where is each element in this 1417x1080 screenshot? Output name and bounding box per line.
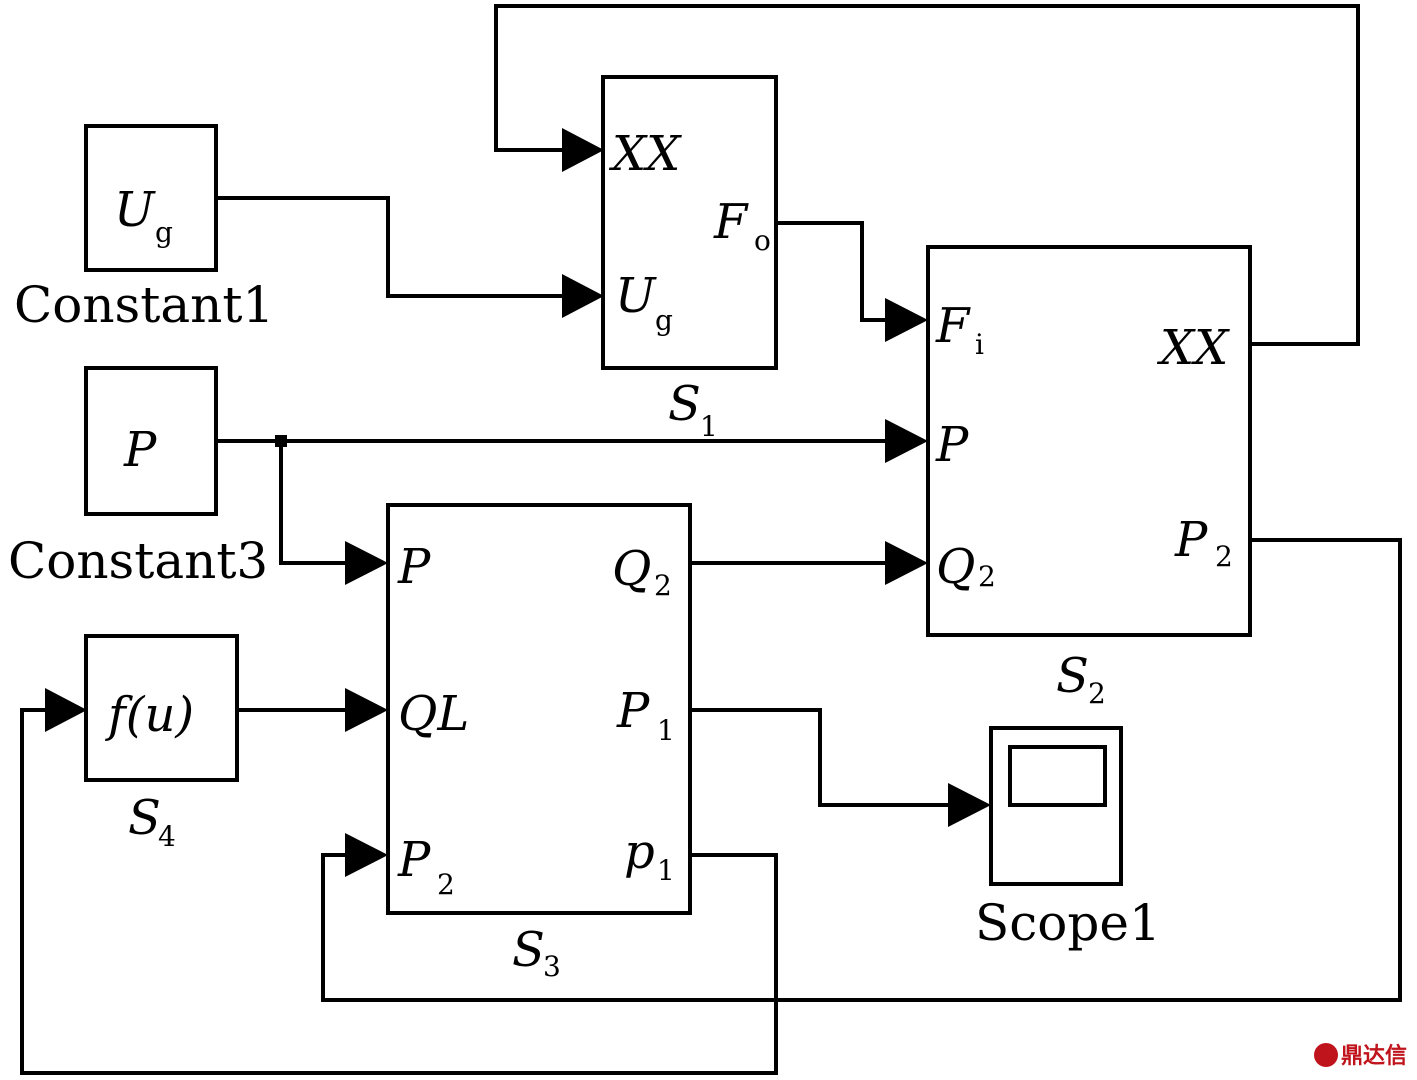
arrow-s1-ug — [562, 274, 604, 318]
s3-port-ql: QL — [398, 686, 469, 742]
block-s3[interactable]: P QL P 2 Q 2 P 1 p 1 S 3 — [386, 503, 692, 983]
s3-port-q2-sub: 2 — [654, 569, 672, 602]
s2-port-fi: F — [935, 298, 971, 354]
wire-s3-p1lower-to-s4 — [20, 708, 778, 1075]
s4-label-sub: 4 — [158, 820, 176, 853]
wire-s3-p1-to-scope1 — [690, 708, 950, 807]
constant1-value: U — [114, 182, 156, 238]
s1-label: S — [668, 376, 701, 432]
s4-function: f(u) — [105, 687, 194, 743]
wire-branch-to-s3-p — [279, 441, 348, 565]
constant1-value-sub: g — [155, 216, 173, 249]
s1-label-sub: 1 — [700, 410, 718, 443]
block-constant3[interactable]: P Constant3 — [8, 366, 268, 590]
s3-port-p1-sub: 1 — [657, 714, 675, 747]
s3-port-p1-lower: p — [624, 824, 655, 880]
watermark-logo: 鼎达信 — [1314, 1043, 1407, 1069]
s2-port-p: P — [935, 417, 969, 473]
block-s2[interactable]: F i P Q 2 XX P 2 S 2 — [926, 245, 1252, 710]
block-s1[interactable]: XX U g F o S 1 — [601, 75, 778, 443]
arrow-s2-p — [885, 419, 928, 463]
s2-port-q2: Q — [936, 539, 975, 595]
s4-label: S — [128, 790, 161, 846]
constant3-label: Constant3 — [8, 532, 268, 590]
s1-port-fo-sub: o — [754, 224, 771, 257]
block-s4[interactable]: f(u) S 4 — [84, 634, 239, 853]
s2-port-fi-sub: i — [975, 328, 984, 361]
s3-port-p2: P — [397, 832, 431, 888]
s3-port-p2-sub: 2 — [437, 868, 455, 901]
s2-port-p2: P — [1174, 512, 1208, 568]
s2-port-p2-sub: 2 — [1215, 540, 1233, 573]
arrow-s3-p — [345, 541, 388, 585]
s3-port-q2: Q — [612, 541, 651, 597]
arrow-s1-xx — [562, 128, 604, 172]
constant1-label: Constant1 — [14, 276, 274, 334]
wire-s2-p2-to-s3-p2 — [321, 538, 1402, 1002]
constant3-value: P — [123, 422, 157, 478]
block-constant1[interactable]: U g Constant1 — [14, 124, 274, 334]
s3-label-sub: 3 — [543, 950, 561, 983]
wire-constant1-to-s1-ug — [217, 196, 565, 298]
s2-port-xx: XX — [1156, 320, 1230, 376]
s2-label: S — [1056, 648, 1089, 704]
s1-port-ug-sub: g — [655, 304, 673, 337]
arrow-s4-in — [45, 688, 87, 732]
watermark-circle-icon — [1314, 1043, 1338, 1067]
s1-port-xx: XX — [608, 126, 682, 182]
arrowheads — [45, 128, 991, 877]
s1-port-ug: U — [615, 268, 657, 324]
s3-port-p1: P — [616, 683, 650, 739]
arrow-scope1 — [948, 783, 991, 827]
s2-port-q2-sub: 2 — [978, 560, 996, 593]
s3-port-p: P — [397, 539, 431, 595]
watermark-text: 鼎达信 — [1341, 1043, 1407, 1069]
wire-s2-xx-to-s1-xx — [494, 4, 1360, 346]
block-scope1[interactable]: Scope1 — [975, 726, 1161, 952]
s2-label-sub: 2 — [1088, 677, 1106, 710]
wires — [20, 4, 1402, 1075]
scope1-label: Scope1 — [975, 894, 1161, 952]
s3-port-p1-lower-sub: 1 — [657, 854, 675, 887]
branch-point — [275, 435, 287, 447]
arrow-s3-p2 — [345, 833, 388, 877]
scope1-screen-icon — [1008, 745, 1107, 807]
arrow-s3-ql — [345, 688, 388, 732]
arrow-s2-fi — [885, 298, 928, 342]
s1-port-fo: F — [713, 194, 749, 250]
wire-s1-fo-to-s2-fi — [777, 221, 888, 322]
arrow-s2-q2 — [885, 541, 928, 585]
s3-label: S — [512, 922, 545, 978]
